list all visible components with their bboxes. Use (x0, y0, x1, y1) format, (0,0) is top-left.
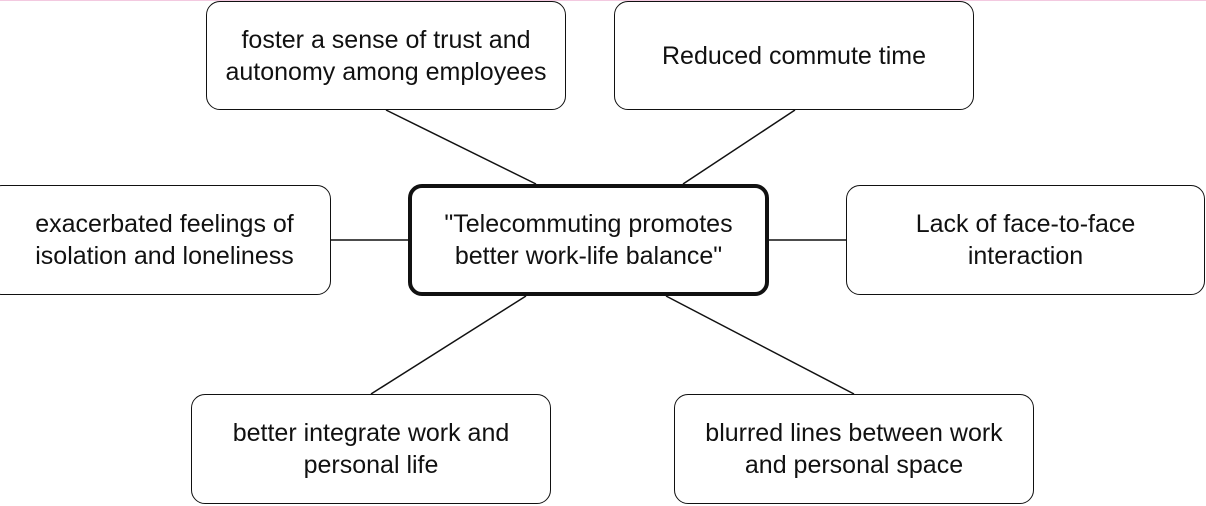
connector-bottom-right (665, 295, 855, 395)
top-border (0, 0, 1206, 1)
node-bottom-right[interactable]: blurred lines between work and personal … (674, 394, 1034, 504)
node-top-left[interactable]: foster a sense of trust and autonomy amo… (206, 1, 566, 110)
node-top-right-label: Reduced commute time (661, 41, 926, 70)
node-middle-right-label: Lack of face-to-face interaction (915, 210, 1136, 270)
node-top-right[interactable]: Reduced commute time (614, 1, 974, 110)
node-top-left-label: foster a sense of trust and autonomy amo… (225, 25, 547, 86)
node-bottom-left[interactable]: better integrate work and personal life (191, 394, 551, 504)
central-topic-node[interactable]: "Telecommuting promotes better work-life… (408, 184, 769, 296)
connector-top-left (385, 109, 537, 185)
node-middle-left-label: exacerbated feelings of isolation and lo… (35, 210, 294, 270)
central-topic-label: "Telecommuting promotes better work-life… (444, 210, 733, 270)
node-middle-right[interactable]: Lack of face-to-face interaction (846, 185, 1205, 295)
node-bottom-right-label: blurred lines between work and personal … (705, 419, 1003, 479)
connector-top-right (682, 109, 796, 185)
node-middle-left[interactable]: exacerbated feelings of isolation and lo… (0, 185, 331, 295)
node-bottom-left-label: better integrate work and personal life (232, 419, 510, 479)
connector-bottom-left (370, 295, 527, 395)
